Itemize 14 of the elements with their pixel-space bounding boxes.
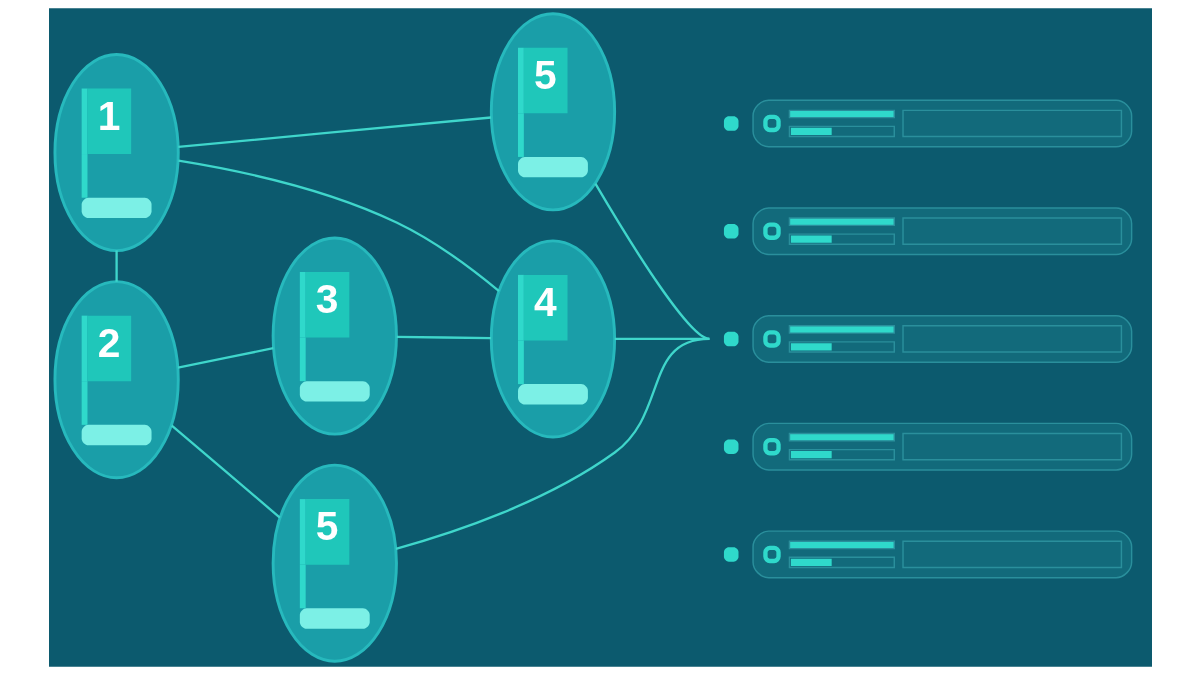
node-ellipse: 2 — [53, 280, 180, 480]
connector — [396, 335, 491, 340]
connector — [114, 250, 118, 282]
node-ellipse: 3 — [271, 236, 398, 436]
connector — [395, 337, 709, 550]
connector — [177, 347, 274, 369]
connector — [593, 183, 710, 341]
node-ellipse: 5 — [489, 12, 616, 212]
node-ellipse: 1 — [53, 53, 180, 253]
node-ellipse: 5 — [271, 463, 398, 663]
connector — [177, 159, 500, 293]
connector — [177, 116, 491, 149]
connector — [170, 424, 281, 519]
node-ellipse: 4 — [489, 239, 616, 439]
